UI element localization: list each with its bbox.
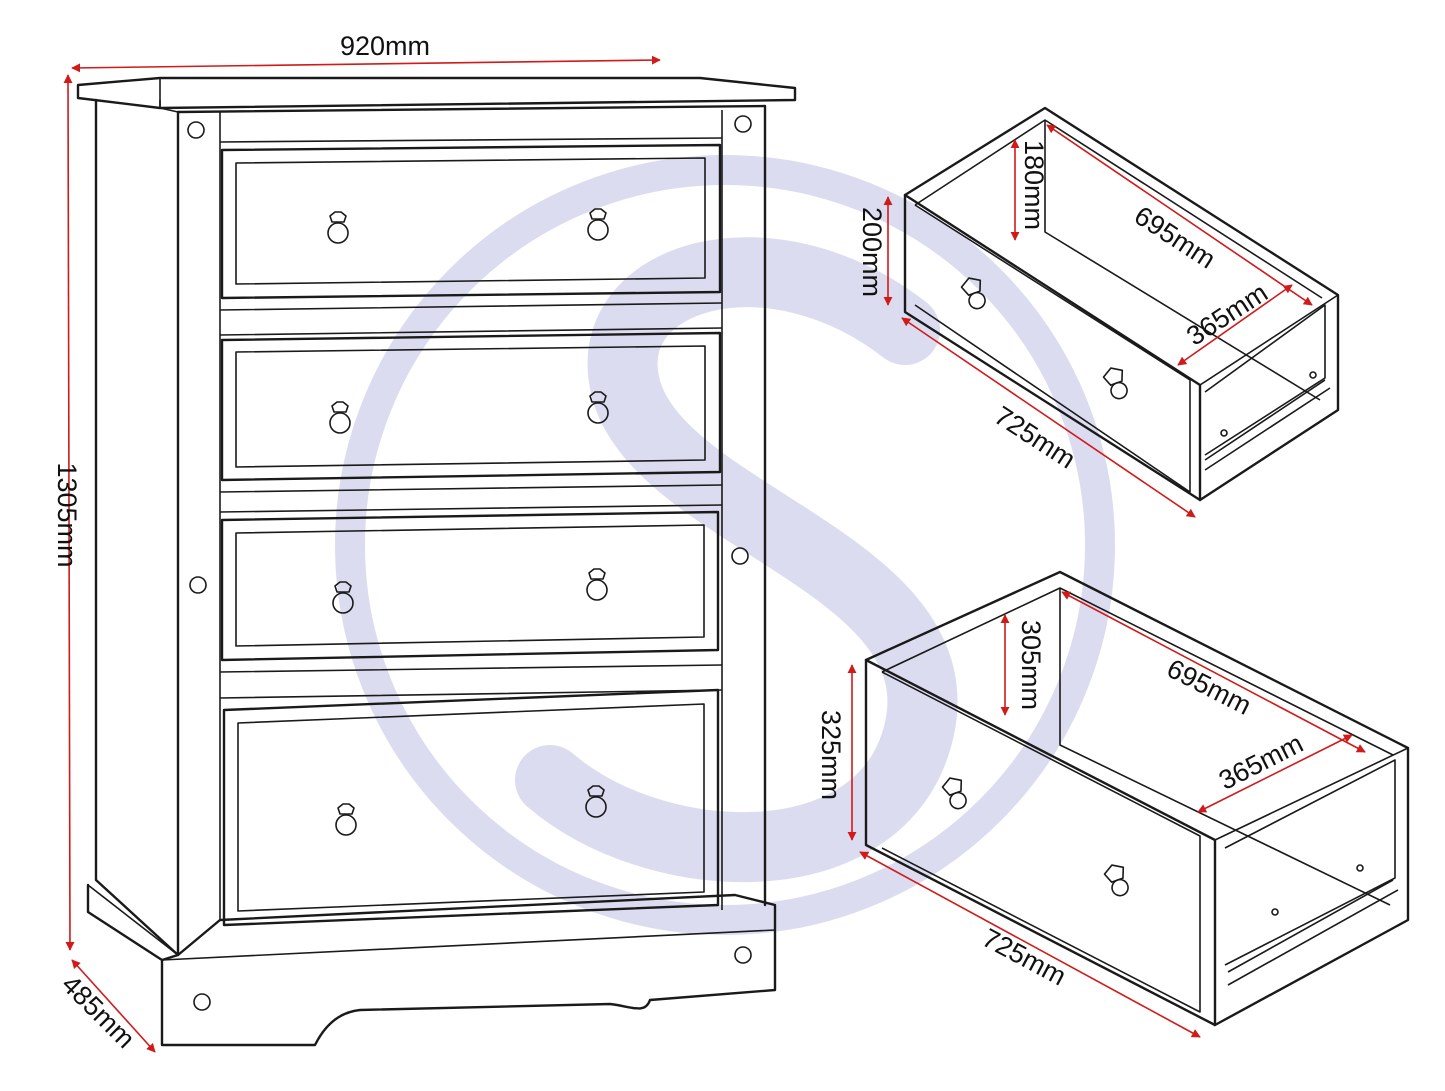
dimension-line-small-inner-width (1177, 284, 1293, 366)
logo-s-watermark (335, 155, 1115, 935)
dimension-line-small-inner-depth (1046, 124, 1313, 306)
small-drawer (903, 106, 1340, 502)
dimension-line-large-inner-width (1197, 734, 1353, 813)
chest-height-label: 1305mm (52, 462, 82, 567)
large-drawer-front-height-label: 325mm (816, 710, 846, 800)
chest-depth-label: 485mm (56, 969, 141, 1054)
small-drawer-inner-height-label: 180mm (1019, 140, 1049, 230)
ring-handle (327, 208, 609, 836)
small-drawer-front-height-label: 200mm (857, 207, 887, 297)
drawer-front-3 (220, 510, 720, 662)
large-drawer (864, 570, 1410, 1027)
chest-width-label: 920mm (340, 31, 430, 61)
dimension-line-small-front-width (901, 317, 1196, 518)
drawer-front-4 (222, 688, 720, 927)
dimension-line-chest-depth (71, 959, 156, 1053)
large-drawer-inner-width-label: 365mm (1214, 728, 1308, 796)
small-drawer-inner-width-label: 365mm (1181, 277, 1273, 351)
drawer-front-2 (220, 331, 722, 482)
chest-of-drawers (76, 76, 797, 1047)
dowel-hole (187, 115, 752, 1011)
dimension-line-chest-width (71, 55, 661, 73)
dimension-line-chest-height (63, 74, 75, 951)
large-drawer-inner-height-label: 305mm (1016, 620, 1046, 710)
drawer-front-1 (220, 143, 722, 300)
large-drawer-front-width-label: 725mm (977, 923, 1071, 992)
dimension-line-large-front-width (859, 851, 1201, 1038)
dimension-line-large-inner-depth (1061, 591, 1366, 753)
